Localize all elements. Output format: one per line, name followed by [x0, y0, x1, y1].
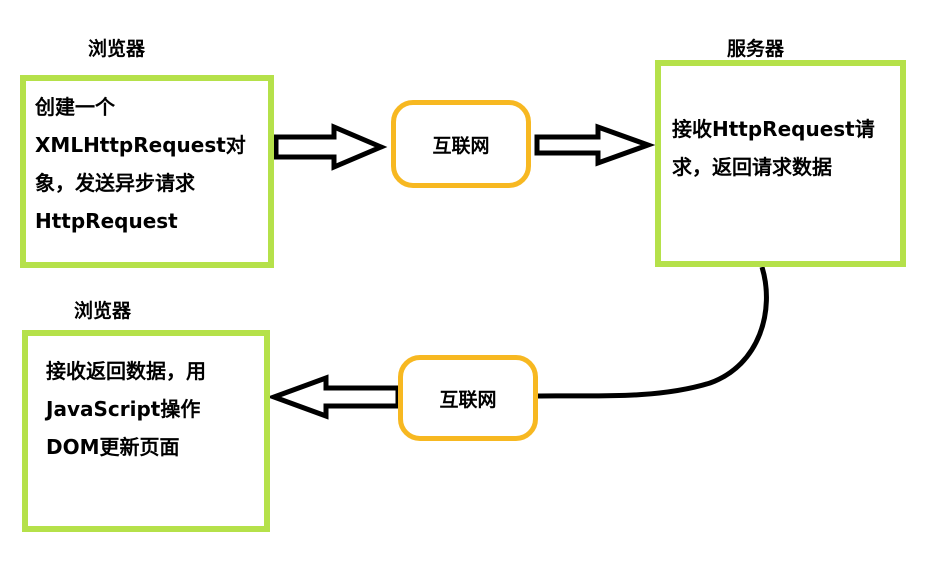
arrow-internet-to-server: [534, 123, 656, 167]
browser-bottom-line-1: 接收返回数据，用: [46, 359, 206, 383]
browser-top-box: [20, 75, 274, 268]
arrow-browser-to-internet: [273, 123, 388, 171]
server-text: 接收HttpRequest请 求，返回请求数据: [672, 110, 875, 186]
server-box: [655, 60, 906, 267]
browser-top-line-2: XMLHttpRequest对: [35, 133, 246, 157]
browser-top-label: 浏览器: [88, 38, 146, 60]
browser-top-line-3: 象，发送异步请求: [35, 171, 195, 195]
arrow-internet-to-browser: [266, 374, 401, 420]
browser-bottom-text: 接收返回数据，用 JavaScript操作 DOM更新页面: [46, 352, 206, 466]
server-line-2: 求，返回请求数据: [672, 155, 832, 179]
internet-bottom-node: 互联网: [398, 355, 538, 441]
browser-top-text: 创建一个 XMLHttpRequest对 象，发送异步请求 HttpReques…: [35, 88, 246, 240]
browser-bottom-line-3: DOM更新页面: [46, 435, 180, 459]
browser-bottom-box: [22, 330, 270, 532]
server-label: 服务器: [727, 38, 785, 60]
server-line-1: 接收HttpRequest请: [672, 117, 875, 141]
internet-bottom-label: 互联网: [439, 388, 497, 411]
browser-bottom-line-2: JavaScript操作: [46, 397, 201, 421]
browser-top-line-4: HttpRequest: [35, 209, 178, 233]
browser-top-line-1: 创建一个: [35, 95, 115, 119]
internet-top-node: 互联网: [391, 100, 531, 188]
internet-top-label: 互联网: [432, 134, 490, 157]
curve-server-to-internet: [535, 266, 769, 399]
browser-bottom-label: 浏览器: [74, 300, 132, 322]
